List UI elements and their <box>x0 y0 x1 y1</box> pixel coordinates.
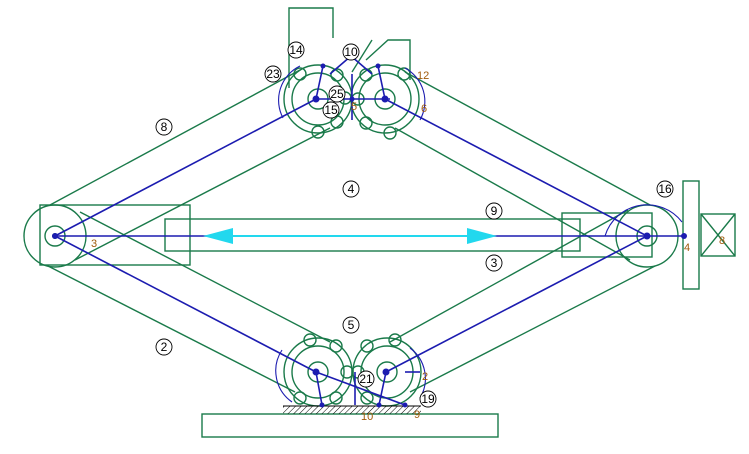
svg-text:15: 15 <box>324 103 338 117</box>
label-4: 4 <box>342 180 360 198</box>
crank-block-cross-2 <box>700 213 736 257</box>
label-25: 25 <box>328 85 346 103</box>
arc-bot-left <box>275 349 293 403</box>
svg-text:14: 14 <box>289 43 303 57</box>
kin-upper-left <box>54 98 317 237</box>
arrow-right-head <box>467 228 497 244</box>
kin-upper-right <box>384 98 648 237</box>
plain-label-3: 3 <box>91 238 97 250</box>
screw-rod-housing <box>164 218 581 252</box>
crank-block <box>700 213 736 257</box>
lower-left-link-edge-inner <box>79 211 331 343</box>
label-9: 9 <box>485 202 503 220</box>
plain-label-9: 9 <box>414 409 420 421</box>
kin-bot-diag <box>315 371 406 406</box>
svg-text:2: 2 <box>161 340 168 354</box>
bottom-right-gear-hub <box>376 361 398 383</box>
plain-label-5: 5 <box>351 101 357 113</box>
base-plate <box>201 413 499 438</box>
svg-text:5: 5 <box>348 318 355 332</box>
label-8: 8 <box>155 118 173 136</box>
arc-top-left <box>278 65 301 119</box>
kin-lower-right <box>385 235 648 373</box>
plain-label-2: 2 <box>422 371 428 383</box>
kin-bot-right-down <box>378 371 387 406</box>
label-19: 19 <box>419 390 437 408</box>
svg-text:23: 23 <box>266 67 280 81</box>
svg-text:4: 4 <box>348 182 355 196</box>
svg-text:21: 21 <box>359 372 373 386</box>
arc-right-pivot <box>604 204 683 237</box>
label-10-top: 10 <box>342 43 360 61</box>
kin-top-left-up <box>315 65 324 100</box>
kin-top-right-up <box>377 65 386 100</box>
lower-left-link-edge-outer <box>47 265 296 393</box>
circled-labels: 14 10 23 25 15 8 4 9 <box>155 41 674 408</box>
label-16: 16 <box>656 180 674 198</box>
svg-text:16: 16 <box>658 182 672 196</box>
upper-left-link-edge-outer <box>49 69 301 206</box>
upper-right-link-edge-outer <box>404 71 651 206</box>
lower-right-link-edge-inner <box>389 209 629 343</box>
label-14: 14 <box>287 41 305 59</box>
plain-labels: 12 6 5 3 4 8 2 10 9 <box>91 70 725 423</box>
top-saddle-right <box>365 39 411 80</box>
svg-text:10: 10 <box>344 45 358 59</box>
lower-right-link-edge-outer <box>409 265 656 393</box>
svg-text:19: 19 <box>421 392 435 406</box>
upper-right-link-edge-inner <box>394 127 631 261</box>
kin-bot-left-down <box>315 371 323 406</box>
label-3: 3 <box>485 254 503 272</box>
plain-label-6: 6 <box>421 103 427 115</box>
upper-left-link-edge-inner <box>74 127 331 261</box>
plain-label-8: 8 <box>719 235 725 247</box>
arc-top-right <box>404 67 426 121</box>
svg-text:8: 8 <box>161 120 168 134</box>
label-21: 21 <box>357 370 375 388</box>
top-saddle-notch <box>351 39 373 73</box>
kin-lower-left <box>54 235 317 373</box>
plain-label-12: 12 <box>417 70 429 82</box>
svg-text:9: 9 <box>491 204 498 218</box>
bottom-left-gear <box>291 345 345 399</box>
svg-text:3: 3 <box>491 256 498 270</box>
ground-hatch <box>283 406 421 414</box>
label-23: 23 <box>264 65 282 83</box>
plain-label-10: 10 <box>361 411 373 423</box>
label-2: 2 <box>155 338 173 356</box>
stroke-arrow <box>203 228 497 244</box>
plain-label-4: 4 <box>684 242 690 254</box>
label-15: 15 <box>322 101 340 119</box>
svg-text:25: 25 <box>330 87 344 101</box>
label-5: 5 <box>342 316 360 334</box>
left-screw-housing <box>39 204 191 266</box>
arrow-left-head <box>203 228 233 244</box>
